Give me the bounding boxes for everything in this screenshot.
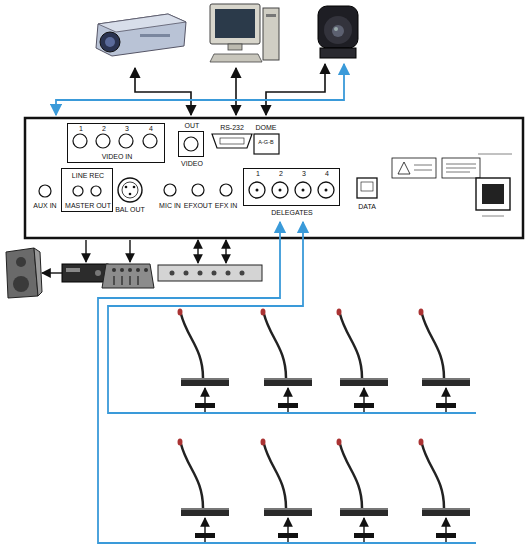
- video-out-panel: OUTVIDEO: [178, 131, 204, 157]
- xlr-connector: [118, 178, 142, 202]
- port-label: VIDEO IN: [102, 153, 133, 160]
- microphone-row: [178, 309, 471, 413]
- port-label: EFXOUT: [184, 202, 212, 209]
- warning-stickers: [392, 158, 480, 178]
- delegates-panel: 1234DELEGATES: [243, 168, 340, 206]
- db9-pins: [220, 138, 244, 144]
- socket-pins: [256, 189, 328, 192]
- delegate-sockets: [249, 182, 334, 198]
- rear-panel: [25, 118, 523, 238]
- port-label: DATA: [358, 203, 376, 210]
- port-label: OUT: [185, 122, 200, 129]
- effects-unit-picture: [158, 265, 262, 281]
- projector-picture: [96, 14, 186, 56]
- rca-jacks: [73, 134, 198, 151]
- port-label: MASTER OUT: [65, 202, 111, 209]
- video-wire: [135, 68, 191, 115]
- port-label: BAL OUT: [115, 206, 145, 213]
- data-port-inner: [361, 182, 373, 191]
- dome-port: [254, 134, 279, 154]
- delegate-chain-wire: [108, 222, 476, 413]
- efx-in-wire: [225, 240, 226, 263]
- dome-camera-picture: [318, 6, 358, 58]
- channel-number: 1: [79, 125, 83, 132]
- channel-number: 2: [102, 125, 106, 132]
- data-port: [357, 178, 377, 198]
- microphone-row: [178, 439, 471, 543]
- computer-picture: [210, 4, 279, 62]
- bal-out-wire: [129, 240, 130, 262]
- port-label: DELEGATES: [271, 209, 313, 216]
- channel-number: 2: [279, 170, 283, 177]
- delegate-chain-wire: [98, 222, 476, 543]
- port-label: LINE REC: [72, 172, 104, 179]
- master-out-wire: [85, 240, 86, 262]
- port-label: DOME: [256, 124, 277, 131]
- video-in-panel: 1 2 3 4VIDEO IN: [67, 123, 165, 163]
- mixer-picture: [102, 264, 154, 288]
- amplifier-picture: [62, 264, 108, 282]
- channel-number: 1: [256, 170, 260, 177]
- speaker-picture: [6, 248, 42, 298]
- camera-video-wire: [56, 64, 344, 115]
- channel-number: 3: [125, 125, 129, 132]
- speaker-wire: [42, 272, 62, 273]
- port-label: AUX IN: [33, 202, 56, 209]
- power-socket: [476, 154, 512, 216]
- port-label: EFX IN: [215, 202, 238, 209]
- rs232-wire: [235, 68, 237, 115]
- channel-number: 4: [149, 125, 153, 132]
- efx-out-wire: [197, 240, 198, 263]
- dome-wire: [266, 64, 325, 115]
- port-label: A-G-B: [258, 140, 273, 146]
- line-rec-panel: LINE REC MASTER OUT: [61, 168, 113, 212]
- channel-number: 4: [325, 170, 329, 177]
- channel-number: 3: [302, 170, 306, 177]
- port-label: RS-232: [220, 124, 244, 131]
- port-label: MIC IN: [159, 202, 181, 209]
- port-label: VIDEO: [181, 160, 203, 167]
- db9-connector: [212, 134, 252, 148]
